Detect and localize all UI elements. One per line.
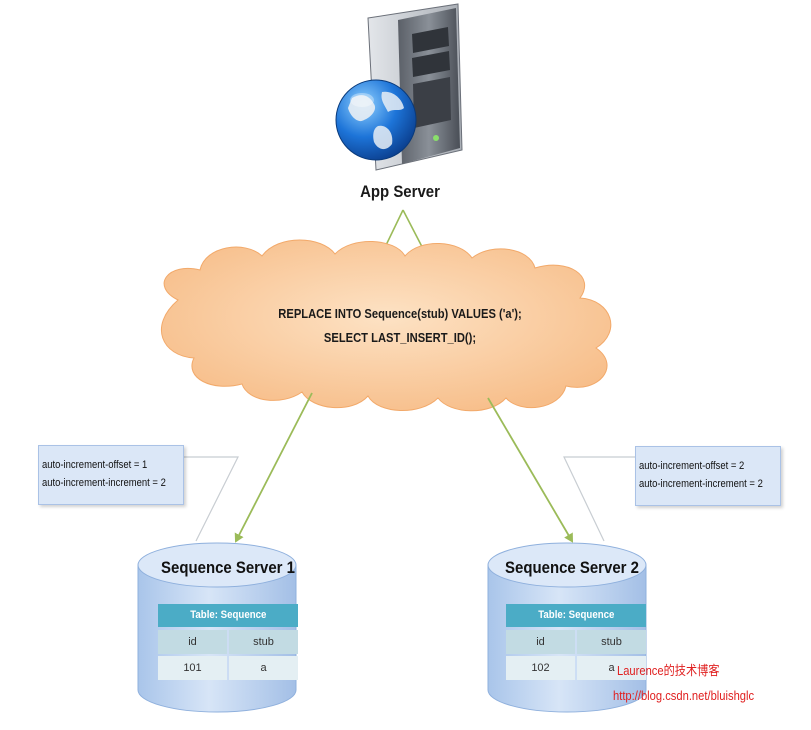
table-column-stub: stub: [229, 630, 298, 654]
config-offset: auto-increment-offset = 2: [639, 460, 745, 472]
table-caption-server-1: Table: Sequence: [158, 604, 298, 627]
table-cell-stub: a: [229, 656, 298, 680]
table-column-stub: stub: [577, 630, 646, 654]
app-server-label: App Server: [360, 182, 440, 201]
table-column-id: id: [158, 630, 227, 654]
config-box-server-1: auto-increment-offset = 1 auto-increment…: [38, 445, 184, 505]
sql-line-select: SELECT LAST_INSERT_ID();: [323, 330, 477, 345]
sql-line-replace: REPLACE INTO Sequence(stub) VALUES ('a')…: [278, 306, 522, 321]
arrow-cloud-to-server-2: [487, 397, 574, 543]
table-cell-id: 101: [158, 656, 227, 680]
cloud-sql-text: REPLACE INTO Sequence(stub) VALUES ('a')…: [228, 302, 572, 350]
config-offset: auto-increment-offset = 1: [42, 459, 148, 471]
watermark-blog-name: Laurence的技术博客: [617, 663, 720, 678]
watermark-blog-url: http://blog.csdn.net/bluishglc: [613, 688, 755, 703]
table-caption-server-2: Table: Sequence: [506, 604, 646, 627]
callout-line-server-2: [563, 456, 635, 542]
sequence-server-2-title: Sequence Server 2: [505, 558, 639, 577]
table-cell-stub: a: [577, 656, 646, 680]
request-cloud: [160, 239, 612, 412]
config-increment: auto-increment-increment = 2: [639, 478, 763, 490]
config-box-server-2: auto-increment-offset = 2 auto-increment…: [635, 446, 781, 506]
table-column-id: id: [506, 630, 575, 654]
sequence-server-1-title: Sequence Server 1: [161, 558, 295, 577]
config-increment: auto-increment-increment = 2: [42, 477, 166, 489]
arrow-cloud-to-server-1: [234, 392, 313, 543]
callout-line-server-1: [184, 456, 239, 542]
server-globe-icon: [335, 3, 463, 171]
table-cell-id: 102: [506, 656, 575, 680]
